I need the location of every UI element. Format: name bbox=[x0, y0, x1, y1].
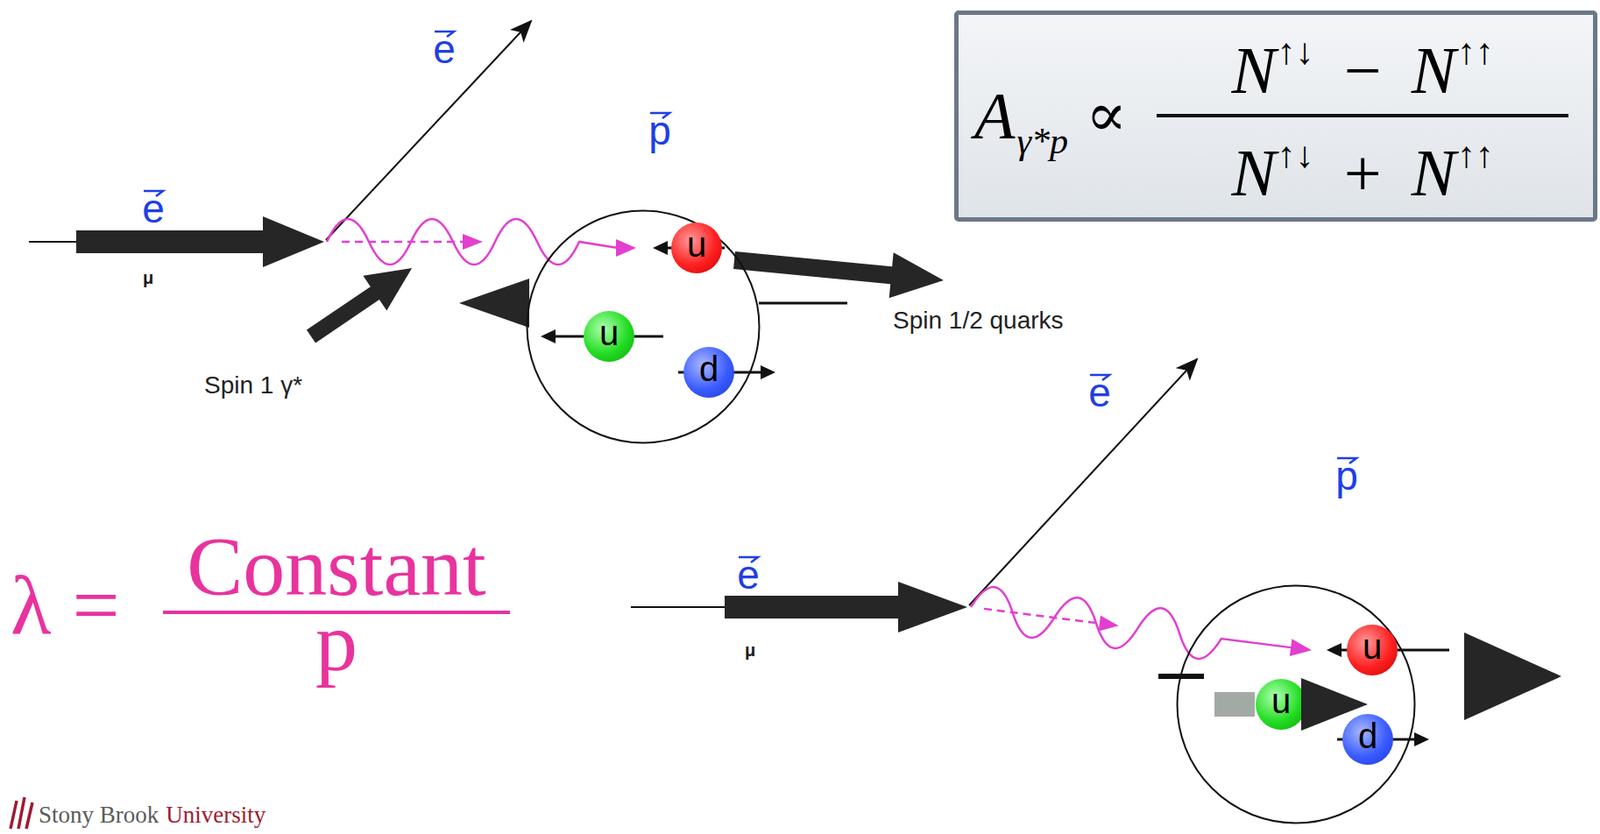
particle-label: e bbox=[432, 28, 456, 70]
quark-label: u bbox=[686, 226, 707, 262]
photon-direction-head bbox=[1098, 615, 1120, 635]
proton-label: p bbox=[648, 110, 672, 151]
math-glyph: N bbox=[1411, 135, 1457, 210]
photon-head bbox=[615, 239, 637, 257]
beam-line bbox=[630, 606, 730, 609]
beam-arrow bbox=[76, 216, 325, 268]
quark-label: d bbox=[1358, 718, 1378, 754]
spin-tail-block bbox=[1214, 692, 1255, 717]
formula-term: A bbox=[974, 82, 1015, 149]
proton-spin-arrow bbox=[1464, 632, 1562, 721]
particle-label: e bbox=[141, 188, 165, 229]
pointer-arrow bbox=[299, 250, 425, 354]
logo-text: University bbox=[165, 803, 266, 828]
scattered-lepton bbox=[969, 359, 1197, 606]
beam-arrow bbox=[724, 581, 968, 633]
math-glyph: ↑↓ bbox=[1277, 31, 1315, 72]
logo-text: Stony Brook bbox=[38, 803, 159, 828]
particle-label: e bbox=[1088, 372, 1112, 413]
quark-spin-head bbox=[652, 240, 668, 255]
particle-label: μ bbox=[744, 641, 756, 659]
proton-circle: puud bbox=[525, 209, 761, 445]
math-glyph bbox=[1394, 33, 1412, 107]
quark-ball: u bbox=[583, 311, 635, 362]
quark-label: d bbox=[699, 351, 719, 387]
quark-spin-head bbox=[760, 365, 776, 380]
photon bbox=[968, 584, 1315, 673]
annotation: Spin 1/2 quarks bbox=[892, 308, 1064, 333]
proton-outline-circle bbox=[1177, 586, 1416, 824]
formula-denominator: N↑↓ + N↑↑ bbox=[1231, 122, 1494, 212]
math-glyph: N bbox=[1411, 33, 1457, 107]
formula-term: λ = bbox=[10, 563, 121, 648]
proton-spin-arrow bbox=[459, 278, 530, 328]
quark-spin-head bbox=[1414, 732, 1430, 747]
math-glyph: − bbox=[1344, 33, 1382, 107]
formula-term: ∝ bbox=[1085, 84, 1127, 147]
beam-line bbox=[28, 240, 81, 243]
quark-ball: u bbox=[671, 222, 723, 274]
math-glyph: + bbox=[1344, 135, 1382, 210]
formula-lhs: Aγ*p bbox=[974, 82, 1069, 149]
pointer-arrow bbox=[732, 237, 947, 304]
quark-label: u bbox=[1362, 629, 1382, 665]
university-emblem bbox=[10, 797, 33, 829]
photon-direction bbox=[984, 608, 1102, 624]
fraction-bar bbox=[1156, 113, 1569, 118]
quark-label: u bbox=[1271, 683, 1291, 719]
proton-label: p bbox=[1335, 455, 1359, 496]
pointer-arrow-shape bbox=[732, 237, 947, 304]
quark-ball: u bbox=[1346, 624, 1398, 676]
formula-term: Constant bbox=[186, 524, 486, 609]
math-glyph: ↑↑ bbox=[1457, 134, 1494, 176]
photon-head bbox=[1289, 638, 1313, 659]
math-glyph: N bbox=[1231, 33, 1276, 107]
quark-spin-head bbox=[1326, 643, 1342, 658]
formula-term: p bbox=[315, 600, 358, 685]
math-glyph: N bbox=[1231, 135, 1276, 210]
proton-outline-circle bbox=[527, 211, 760, 444]
scattered-lepton bbox=[325, 21, 531, 241]
photon-direction-head bbox=[462, 233, 483, 250]
emblem-stroke bbox=[10, 797, 33, 829]
quark-ball: d bbox=[683, 346, 735, 398]
math-glyph: ↑↑ bbox=[1457, 31, 1494, 72]
proton-circle: puud bbox=[1175, 584, 1416, 825]
math-glyph bbox=[1314, 33, 1331, 107]
quark-ball: u bbox=[1255, 679, 1307, 730]
particle-label: μ bbox=[142, 269, 154, 287]
math-glyph bbox=[1394, 135, 1412, 210]
annotation: Spin 1 γ* bbox=[204, 373, 303, 398]
proton-outline bbox=[525, 209, 761, 445]
photon-direction bbox=[341, 240, 465, 244]
photon-wave bbox=[326, 219, 618, 265]
quark-label: u bbox=[599, 315, 619, 351]
pointer-arrow-shape bbox=[299, 250, 425, 354]
quark-spin-head bbox=[540, 329, 556, 344]
proton-spin-tail bbox=[758, 302, 848, 305]
math-glyph bbox=[1314, 135, 1331, 210]
formula-numerator: N↑↓ − N↑↑ bbox=[1231, 20, 1494, 109]
formula-box: Aγ*p∝N↑↓ − N↑↑N↑↓ + N↑↑ bbox=[954, 10, 1598, 222]
formula-subscript: γ*p bbox=[1016, 122, 1069, 160]
formula-fraction: N↑↓ − N↑↑N↑↓ + N↑↑ bbox=[1147, 20, 1578, 213]
particle-label: e bbox=[736, 554, 760, 595]
quark-ball: d bbox=[1342, 714, 1394, 765]
math-glyph: ↑↓ bbox=[1277, 134, 1315, 176]
